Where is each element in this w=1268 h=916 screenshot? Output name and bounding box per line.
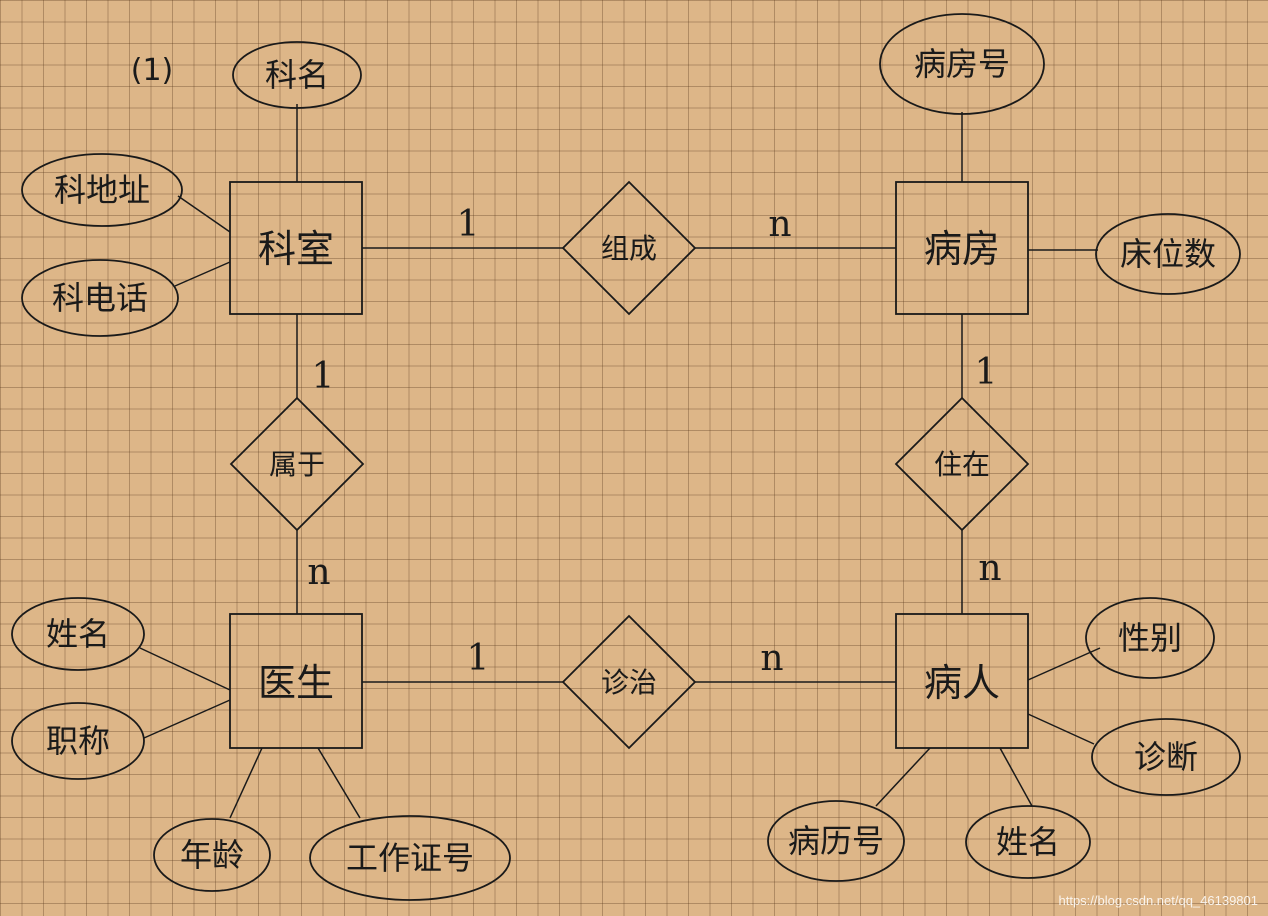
line-yisheng-id bbox=[317, 747, 361, 819]
card-keshi-shuyu: 1 bbox=[312, 356, 335, 397]
card-zucheng-bingfang: n bbox=[768, 204, 791, 245]
card-keshi-zucheng: 1 bbox=[457, 204, 480, 245]
connector-lines bbox=[139, 104, 1101, 819]
attribute-keshi-name-label: 科名 bbox=[265, 56, 329, 94]
relationship-zucheng-label: 组成 bbox=[601, 232, 657, 265]
line-yisheng-name bbox=[139, 647, 231, 691]
attribute-keshi-address-label: 科地址 bbox=[54, 171, 150, 209]
line-yisheng-title bbox=[143, 699, 231, 739]
cardinality-labels: 1 n 1 n 1 n 1 n bbox=[307, 204, 1001, 679]
attribute-bingfang-no-label: 病房号 bbox=[914, 45, 1010, 83]
attribute-bingren-diagnosis-label: 诊断 bbox=[1134, 738, 1198, 776]
attribute-bingren-name-label: 姓名 bbox=[996, 823, 1060, 861]
attribute-yisheng-age-label: 年龄 bbox=[180, 836, 244, 874]
attribute-bingren-name: 姓名 bbox=[965, 805, 1091, 879]
attribute-yisheng-id-label: 工作证号 bbox=[346, 839, 474, 877]
attribute-yisheng-age: 年龄 bbox=[153, 818, 271, 892]
attribute-yisheng-title-label: 职称 bbox=[46, 722, 110, 760]
relationship-zhenzhi-label: 诊治 bbox=[601, 666, 657, 699]
problem-number-label: (1) bbox=[131, 53, 174, 88]
relationship-shuyu-label: 属于 bbox=[269, 448, 325, 481]
entity-bingfang: 病房 bbox=[895, 181, 1029, 315]
line-keshi-address bbox=[177, 195, 231, 233]
line-bingren-record bbox=[875, 747, 931, 807]
relationship-zhenzhi: 诊治 bbox=[561, 614, 697, 750]
attribute-yisheng-name-label: 姓名 bbox=[46, 615, 110, 653]
relationship-zucheng: 组成 bbox=[561, 180, 697, 316]
entity-keshi: 科室 bbox=[229, 181, 363, 315]
line-keshi-phone bbox=[174, 261, 231, 287]
attribute-bingfang-no: 病房号 bbox=[879, 13, 1045, 115]
relationship-shuyu: 属于 bbox=[229, 396, 365, 532]
entity-bingfang-label: 病房 bbox=[924, 227, 1000, 271]
card-shuyu-yisheng: n bbox=[307, 552, 330, 593]
line-bingren-name bbox=[999, 747, 1033, 807]
entity-keshi-label: 科室 bbox=[258, 227, 334, 271]
attribute-yisheng-id: 工作证号 bbox=[309, 815, 511, 901]
attribute-bingfang-beds: 床位数 bbox=[1095, 213, 1241, 295]
attribute-keshi-phone: 科电话 bbox=[21, 259, 179, 337]
attribute-bingfang-beds-label: 床位数 bbox=[1120, 235, 1216, 273]
attribute-keshi-address: 科地址 bbox=[21, 153, 183, 227]
entity-yisheng: 医生 bbox=[229, 613, 363, 749]
relationship-zhuzai: 住在 bbox=[894, 396, 1030, 532]
card-bingfang-zhuzai: 1 bbox=[975, 352, 998, 393]
entity-bingren-label: 病人 bbox=[924, 661, 1000, 705]
line-bingren-diagnosis bbox=[1027, 713, 1095, 745]
card-yisheng-zhenzhi: 1 bbox=[467, 638, 490, 679]
attribute-keshi-phone-label: 科电话 bbox=[52, 279, 148, 317]
attribute-yisheng-name: 姓名 bbox=[11, 597, 145, 671]
attribute-bingren-diagnosis: 诊断 bbox=[1091, 718, 1241, 796]
attribute-keshi-name: 科名 bbox=[232, 41, 362, 109]
attribute-bingren-gender: 性别 bbox=[1085, 597, 1215, 679]
card-zhenzhi-bingren: n bbox=[760, 638, 783, 679]
attribute-bingren-record-label: 病历号 bbox=[788, 822, 884, 860]
card-zhuzai-bingren: n bbox=[978, 548, 1001, 589]
entity-yisheng-label: 医生 bbox=[258, 661, 334, 705]
attribute-bingren-record: 病历号 bbox=[767, 800, 905, 882]
entity-bingren: 病人 bbox=[895, 613, 1029, 749]
watermark: https://blog.csdn.net/qq_46139801 bbox=[1058, 893, 1259, 908]
line-yisheng-age bbox=[229, 747, 263, 819]
attribute-bingren-gender-label: 性别 bbox=[1118, 619, 1182, 657]
attribute-yisheng-title: 职称 bbox=[11, 702, 145, 780]
line-bingren-gender bbox=[1027, 647, 1101, 681]
relationship-zhuzai-label: 住在 bbox=[934, 448, 990, 481]
